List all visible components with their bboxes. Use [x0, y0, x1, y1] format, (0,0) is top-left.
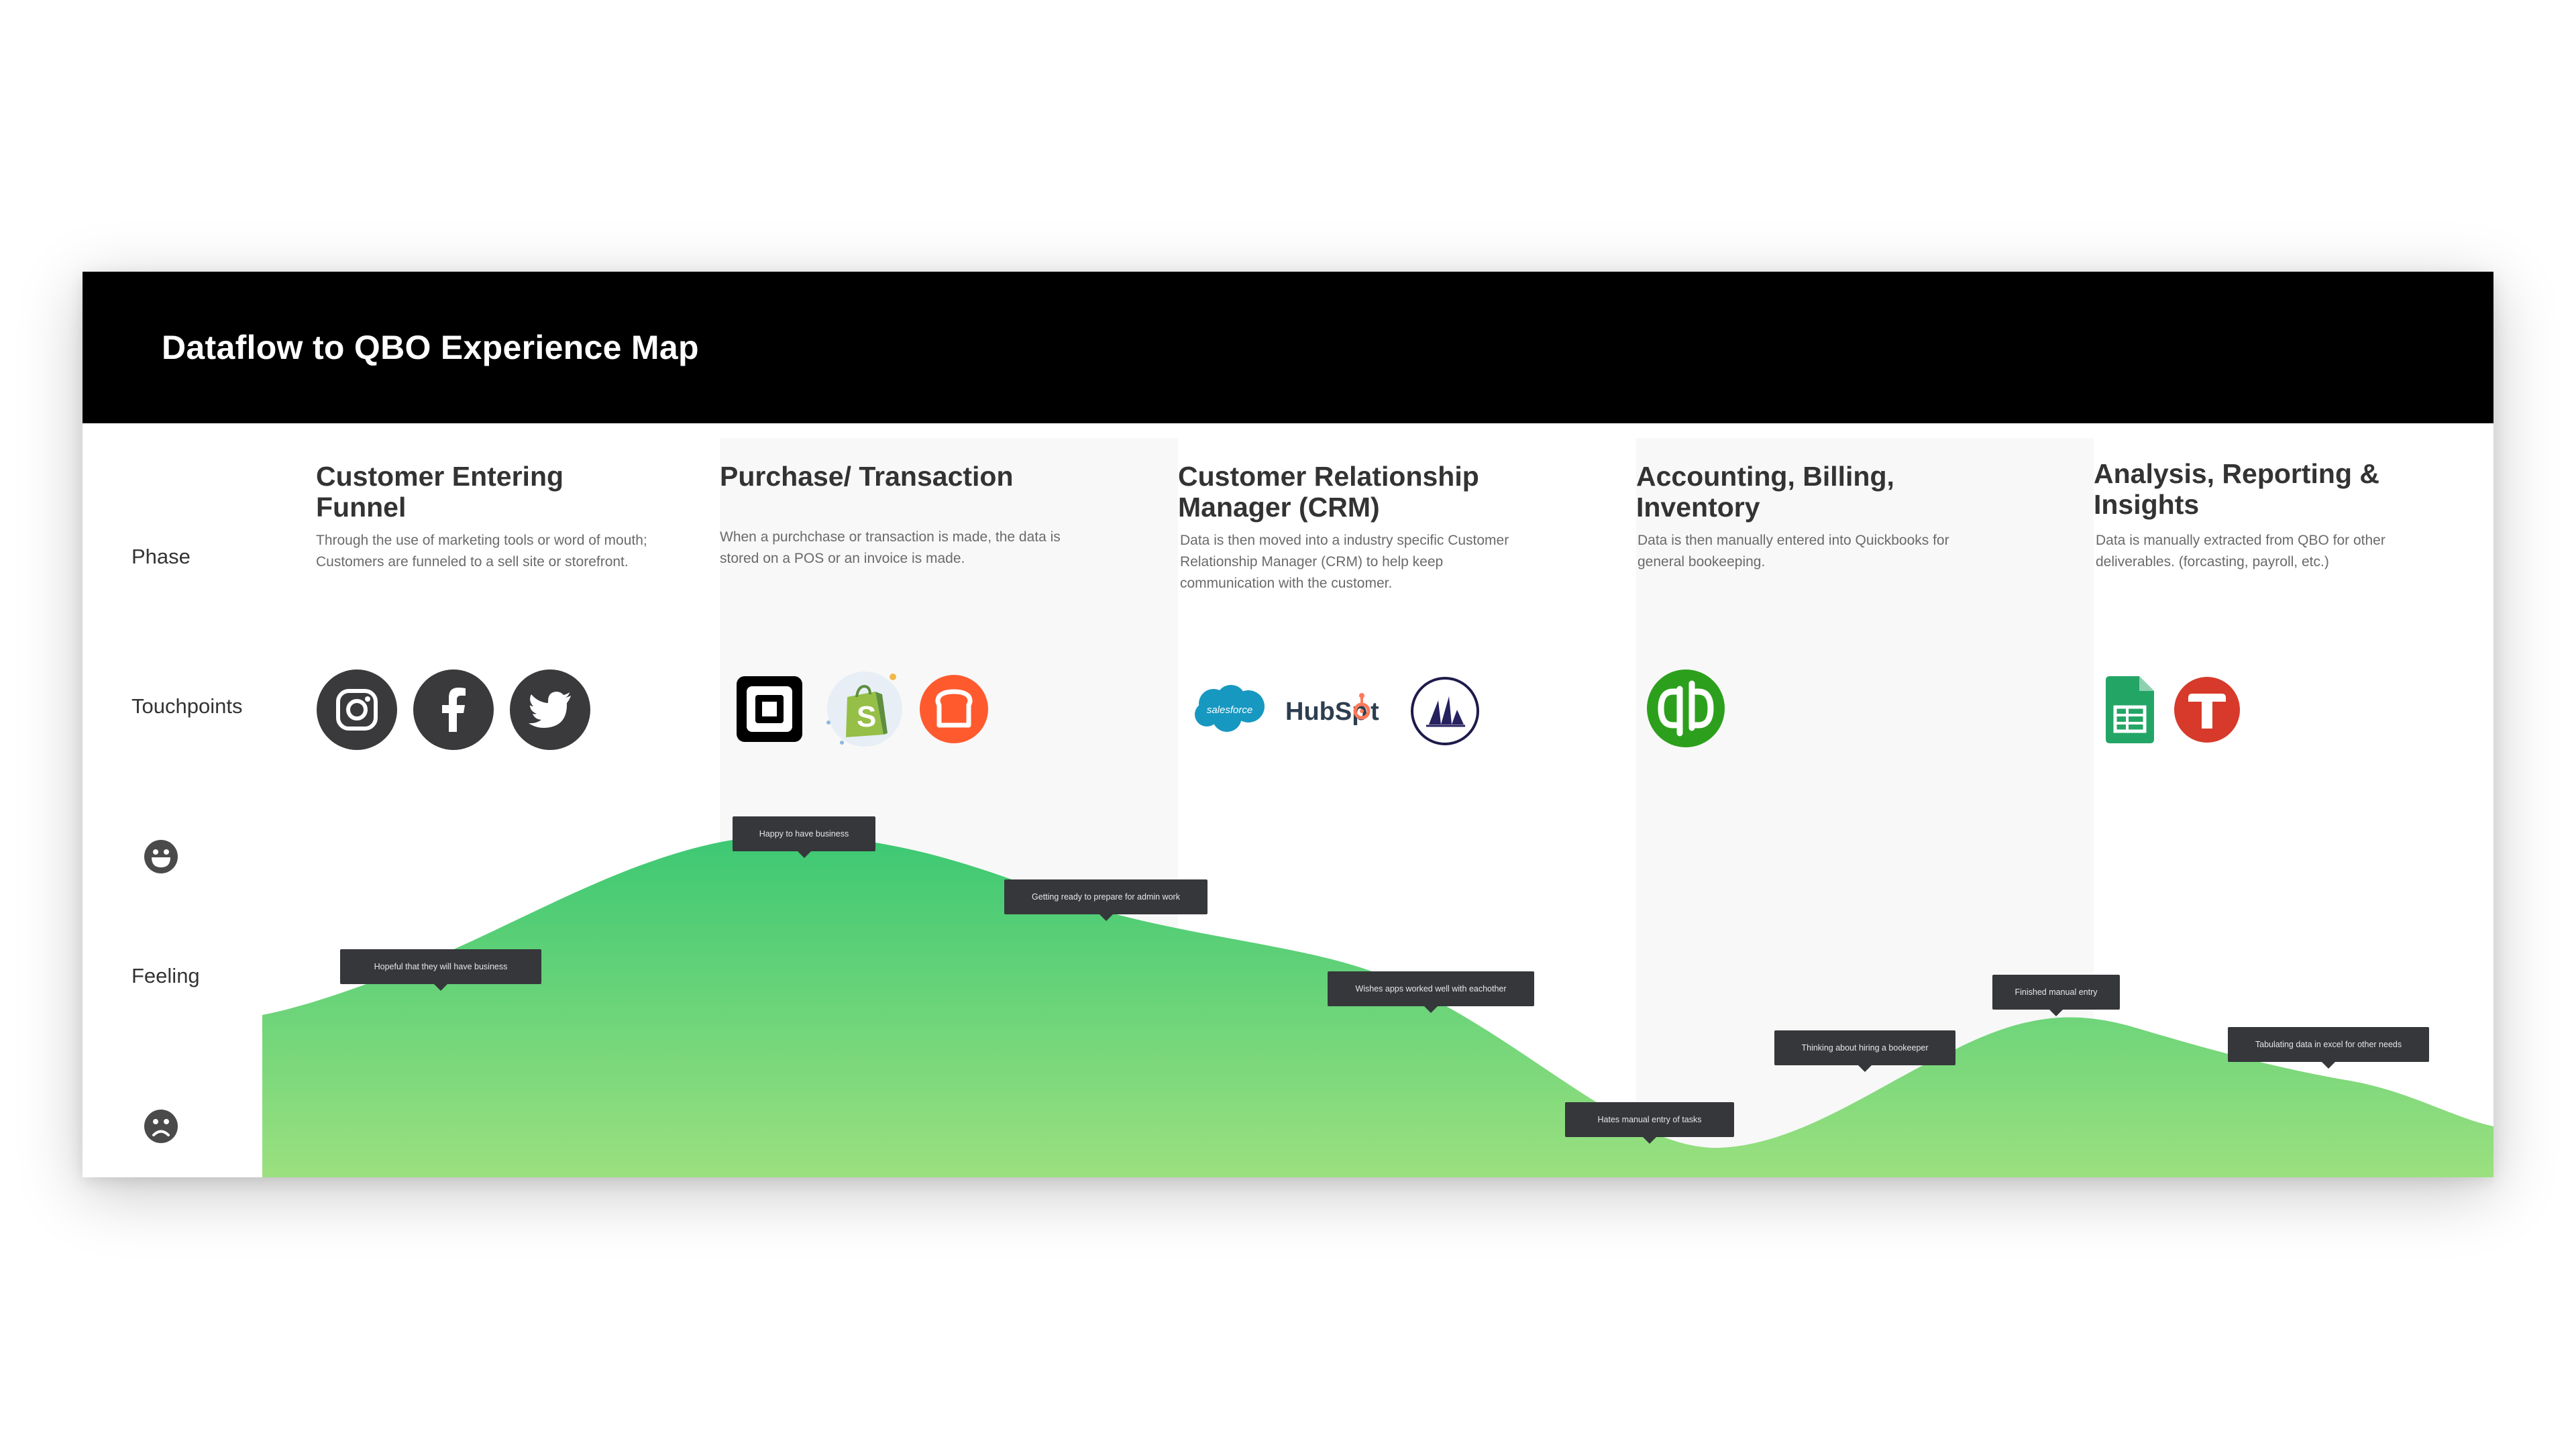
phase-desc-line: When a purchchase or transaction is made… — [720, 529, 1061, 545]
phase-desc-line: general bookeeping. — [1638, 554, 1766, 570]
feeling-tooltip-hopeful: Hopeful that they will have business — [340, 949, 541, 991]
tsheets-icon — [2174, 677, 2240, 743]
row-label-phase: Phase — [131, 545, 191, 568]
phase-title-purchase: Purchase/ Transaction — [720, 461, 1014, 492]
phase-title-line: Inventory — [1636, 492, 1760, 523]
facebook-icon — [413, 669, 494, 750]
phase-title-accounting: Accounting, Billing, Inventory — [1636, 461, 1894, 523]
experience-map-card: Dataflow to QBO Experience Map Phase Tou… — [83, 272, 2493, 1177]
phase-title-line: Customer Relationship — [1178, 461, 1479, 492]
phase-desc-purchase: When a purchchase or transaction is made… — [720, 527, 1061, 570]
phase-desc-line: Data is then moved into a industry speci… — [1180, 533, 1509, 548]
phase-desc-line: Data is then manually entered into Quick… — [1638, 533, 1949, 548]
phase-desc-accounting: Data is then manually entered into Quick… — [1638, 530, 1949, 573]
phase-title-line: Purchase/ Transaction — [720, 461, 1014, 492]
phase-title-line: Insights — [2094, 489, 2200, 520]
phase-title-customer-funnel: Customer Entering Funnel — [316, 461, 564, 523]
phase-desc-line: communication with the customer. — [1180, 576, 1393, 591]
instagram-icon — [317, 669, 397, 750]
phase-title-line: Analysis, Reporting & — [2094, 458, 2380, 489]
feeling-tooltip-tabulating: Tabulating data in excel for other needs — [2228, 1027, 2429, 1069]
square-icon — [737, 676, 802, 742]
phase-desc-customer-funnel: Through the use of marketing tools or wo… — [316, 530, 647, 573]
quickbooks-icon — [1647, 669, 1725, 747]
google-sheets-icon — [2106, 676, 2154, 743]
twitter-icon — [510, 669, 590, 750]
salesforce-icon: salesforce — [1195, 685, 1265, 732]
feeling-tooltip-happy: Happy to have business — [733, 816, 875, 858]
row-label-feeling: Feeling — [131, 964, 200, 987]
phase-desc-line: stored on a POS or an invoice is made. — [720, 551, 965, 566]
phase-desc-line: Data is manually extracted from QBO for … — [2096, 533, 2385, 548]
toast-icon — [920, 675, 988, 743]
hubspot-wordmark-b: t — [1371, 698, 1379, 726]
feeling-tooltip-wishes: Wishes apps worked well with eachother — [1328, 971, 1534, 1013]
row-label-touchpoints: Touchpoints — [131, 694, 243, 718]
feeling-tooltip-hates: Hates manual entry of tasks — [1565, 1102, 1734, 1144]
header-bar: Dataflow to QBO Experience Map — [83, 272, 2493, 423]
hubspot-icon: HubSp t — [1285, 693, 1379, 726]
grinning-face-icon — [144, 840, 178, 873]
phase-desc-crm: Data is then moved into a industry speci… — [1180, 530, 1509, 594]
page-title: Dataflow to QBO Experience Map — [162, 329, 699, 366]
phase-title-analysis: Analysis, Reporting & Insights — [2094, 458, 2379, 520]
feeling-tooltip-thinking: Thinking about hiring a bookeeper — [1774, 1030, 1955, 1072]
phase-title-crm: Customer Relationship Manager (CRM) — [1178, 461, 1479, 523]
phase-desc-analysis: Data is manually extracted from QBO for … — [2096, 530, 2385, 573]
phase-desc-line: Relationship Manager (CRM) to help keep — [1180, 554, 1444, 570]
feeling-tooltip-finished: Finished manual entry — [1992, 975, 2120, 1016]
phase-title-line: Customer Entering — [316, 461, 564, 492]
dynamics-icon — [1411, 677, 1479, 745]
phase-desc-line: Customers are funneled to a sell site or… — [316, 554, 629, 570]
feeling-tooltip-getting-ready: Getting ready to prepare for admin work — [1004, 879, 1208, 921]
salesforce-wordmark: salesforce — [1207, 704, 1252, 716]
phase-title-line: Manager (CRM) — [1178, 492, 1380, 523]
phase-desc-line: deliverables. (forcasting, payroll, etc.… — [2096, 554, 2329, 570]
feeling-curve — [262, 835, 2493, 1177]
phase-title-line: Accounting, Billing, — [1636, 461, 1894, 492]
svg-text:S: S — [857, 700, 876, 733]
phase-title-line: Funnel — [316, 492, 407, 523]
frowning-face-icon — [144, 1110, 178, 1143]
shopify-icon: S — [826, 672, 902, 747]
phase-desc-line: Through the use of marketing tools or wo… — [316, 533, 647, 548]
